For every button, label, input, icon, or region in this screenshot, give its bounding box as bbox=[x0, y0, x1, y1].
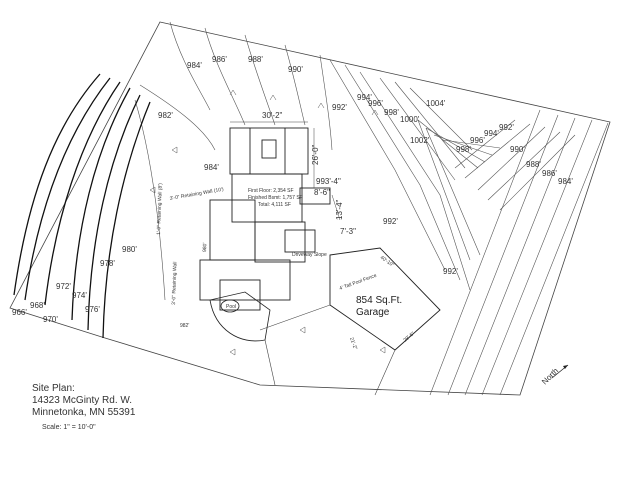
contour-labels: 984' 986' 988' 990' 982' 984' 980' 978' … bbox=[12, 55, 573, 324]
finished-basement-area: Finished Bsmt: 1,757 SF bbox=[248, 195, 303, 201]
north-label: North bbox=[540, 366, 560, 386]
contour-label: 988' bbox=[526, 160, 541, 169]
note: 1'-0" Retaining Wall (8') bbox=[156, 183, 164, 235]
contour-label: 988' bbox=[248, 55, 263, 64]
contour-label: 1000' bbox=[400, 115, 420, 124]
contour-label: 976' bbox=[85, 305, 100, 314]
contour-label: 974' bbox=[72, 291, 87, 300]
north-arrow: North bbox=[540, 364, 569, 386]
dimension-label: 21'-2" bbox=[348, 337, 358, 351]
contour-label: 986' bbox=[212, 55, 227, 64]
property-boundary bbox=[9, 21, 611, 396]
contour-label: 982' bbox=[158, 111, 173, 120]
note: 3'-0" Retaining Wall bbox=[171, 261, 179, 305]
contour-label: 1004' bbox=[426, 99, 446, 108]
address-line-2: Minnetonka, MN 55391 bbox=[32, 407, 136, 418]
note: 980' bbox=[202, 243, 208, 253]
contour-label: 994' bbox=[357, 93, 372, 102]
contour-label: 968' bbox=[30, 301, 45, 310]
dimension-label: 8'-6" bbox=[314, 188, 330, 197]
contour-label: 990' bbox=[288, 65, 303, 74]
contour-label: 978' bbox=[100, 259, 115, 268]
first-floor-area: First Floor: 2,354 SF bbox=[248, 188, 294, 194]
title-block: Site Plan: 14323 McGinty Rd. W. Minneton… bbox=[32, 383, 135, 419]
contour-label: 966' bbox=[12, 308, 27, 317]
contour-label: 998' bbox=[456, 145, 471, 154]
slope-arrows bbox=[149, 89, 386, 356]
left-contour-arcs bbox=[13, 73, 151, 339]
contour-label: 994' bbox=[484, 129, 499, 138]
contour-label: 992' bbox=[383, 217, 398, 226]
dimension-label: 26'-0" bbox=[311, 144, 320, 165]
contour-label: 984' bbox=[187, 61, 202, 70]
dimension-label: 40'-10" bbox=[379, 255, 395, 269]
contour-label: 980' bbox=[122, 245, 137, 254]
address-line-1: 14323 McGinty Rd. W. bbox=[32, 395, 133, 406]
note: Driveway Slope bbox=[292, 252, 327, 258]
contour-lines bbox=[134, 21, 609, 396]
note: 982' bbox=[180, 323, 189, 329]
dimension-label: 993'-4" bbox=[316, 177, 341, 186]
garage-label: Garage bbox=[356, 307, 390, 318]
contour-label: 992' bbox=[499, 123, 514, 132]
contour-label: 990' bbox=[510, 145, 525, 154]
contour-label: 984' bbox=[558, 177, 573, 186]
driveway-line bbox=[374, 349, 396, 396]
dimension-label: 13'-4" bbox=[335, 199, 344, 220]
dimension-label: 30'-2" bbox=[262, 111, 283, 120]
garage-area-label: 854 Sq.Ft. bbox=[356, 295, 402, 306]
contour-label: 986' bbox=[542, 169, 557, 178]
contour-label: 996' bbox=[368, 99, 383, 108]
contour-label: 992' bbox=[332, 103, 347, 112]
scale-label: Scale: 1" = 10'-0" bbox=[42, 424, 96, 431]
total-area: Total: 4,111 SF bbox=[258, 202, 291, 208]
contour-label: 996' bbox=[470, 136, 485, 145]
garage-outline bbox=[329, 247, 441, 351]
dimension-label: 7'-3" bbox=[340, 227, 356, 236]
pool-area bbox=[209, 291, 271, 342]
site-plan-title: Site Plan: bbox=[32, 383, 75, 394]
contour-label: 992' bbox=[443, 267, 458, 276]
house-footprint bbox=[199, 127, 331, 311]
note: Pool bbox=[226, 304, 236, 310]
house-area-info: First Floor: 2,354 SF Finished Bsmt: 1,7… bbox=[248, 188, 303, 208]
contour-label: 984' bbox=[204, 163, 219, 172]
contour-label: 970' bbox=[43, 315, 58, 324]
dimension-lines bbox=[230, 121, 341, 221]
contour-label: 1002' bbox=[410, 136, 430, 145]
contour-label: 972' bbox=[56, 282, 71, 291]
note: 4' Tall Pool Fence bbox=[339, 273, 378, 292]
contour-label: 998' bbox=[384, 108, 399, 117]
